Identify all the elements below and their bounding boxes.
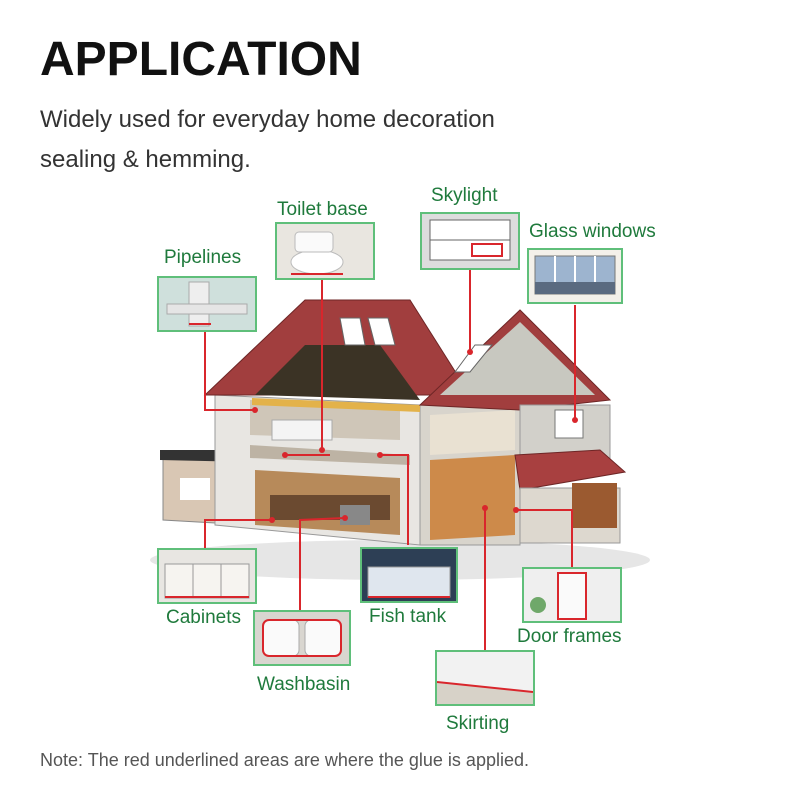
toilet-base-thumbnail	[275, 222, 375, 280]
label-skirting: Skirting	[446, 713, 510, 734]
label-toilet-base: Toilet base	[277, 199, 368, 220]
pipelines-thumbnail	[157, 276, 257, 332]
cabinets-thumbnail	[157, 548, 257, 604]
label-pipelines: Pipelines	[164, 247, 242, 268]
footer-note: Note: The red underlined areas are where…	[40, 750, 529, 770]
label-washbasin: Washbasin	[257, 674, 351, 695]
skylight-thumbnail	[420, 212, 520, 270]
label-door-frames: Door frames	[517, 626, 622, 647]
page-title: APPLICATION	[40, 33, 362, 86]
washbasin-thumbnail	[253, 610, 351, 666]
glass-windows-thumbnail	[527, 248, 623, 304]
label-fish-tank: Fish tank	[369, 606, 447, 627]
label-glass-windows: Glass windows	[529, 221, 656, 242]
label-cabinets: Cabinets	[166, 607, 241, 628]
skirting-thumbnail	[435, 650, 535, 706]
door-frames-thumbnail	[522, 567, 622, 623]
label-skylight: Skylight	[431, 185, 498, 206]
fish-tank-thumbnail	[360, 547, 458, 603]
page-subtitle: Widely used for everyday home decoration…	[40, 106, 495, 173]
